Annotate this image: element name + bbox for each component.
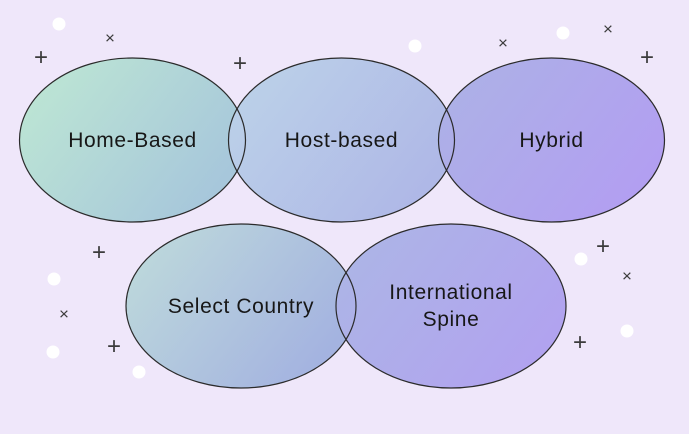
outline-home-based (18, 57, 247, 223)
outline-select-country (125, 223, 357, 389)
ellipse-international-spine (336, 224, 566, 388)
ellipse-hybrid (438, 58, 665, 222)
ellipse-outlines (18, 57, 666, 389)
ellipse-host-based (228, 58, 455, 222)
outline-host-based (227, 57, 456, 223)
ellipse-select-country (126, 224, 356, 388)
ellipse-fills (19, 58, 665, 388)
outline-hybrid (437, 57, 666, 223)
outline-international-spine (335, 223, 567, 389)
ellipse-home-based (19, 58, 246, 222)
